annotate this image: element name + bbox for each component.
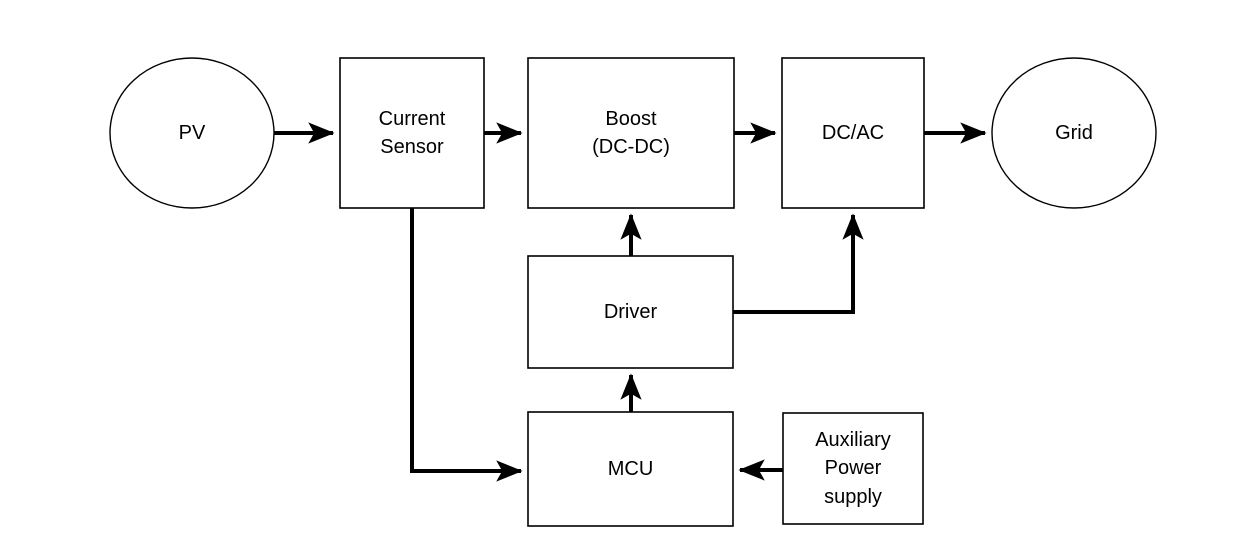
node-shape-aux-power	[782, 412, 924, 525]
node-shape-dcac	[781, 57, 925, 209]
node-boost[interactable]	[528, 58, 734, 208]
connector-driver-to-dcac	[733, 213, 864, 314]
node-shape-mcu	[527, 411, 734, 527]
node-shape-grid	[991, 57, 1157, 209]
node-aux-power[interactable]	[783, 413, 923, 524]
node-mcu[interactable]	[528, 412, 733, 526]
connector-current-sensor-to-mcu	[410, 208, 523, 482]
node-shape-boost	[527, 57, 735, 209]
connector-layer	[274, 122, 987, 482]
node-current-sensor[interactable]	[340, 58, 484, 208]
node-grid[interactable]	[992, 58, 1156, 208]
node-shape-current-sensor	[339, 57, 485, 209]
node-pv[interactable]	[110, 58, 274, 208]
node-driver[interactable]	[528, 256, 733, 368]
node-dcac[interactable]	[782, 58, 924, 208]
